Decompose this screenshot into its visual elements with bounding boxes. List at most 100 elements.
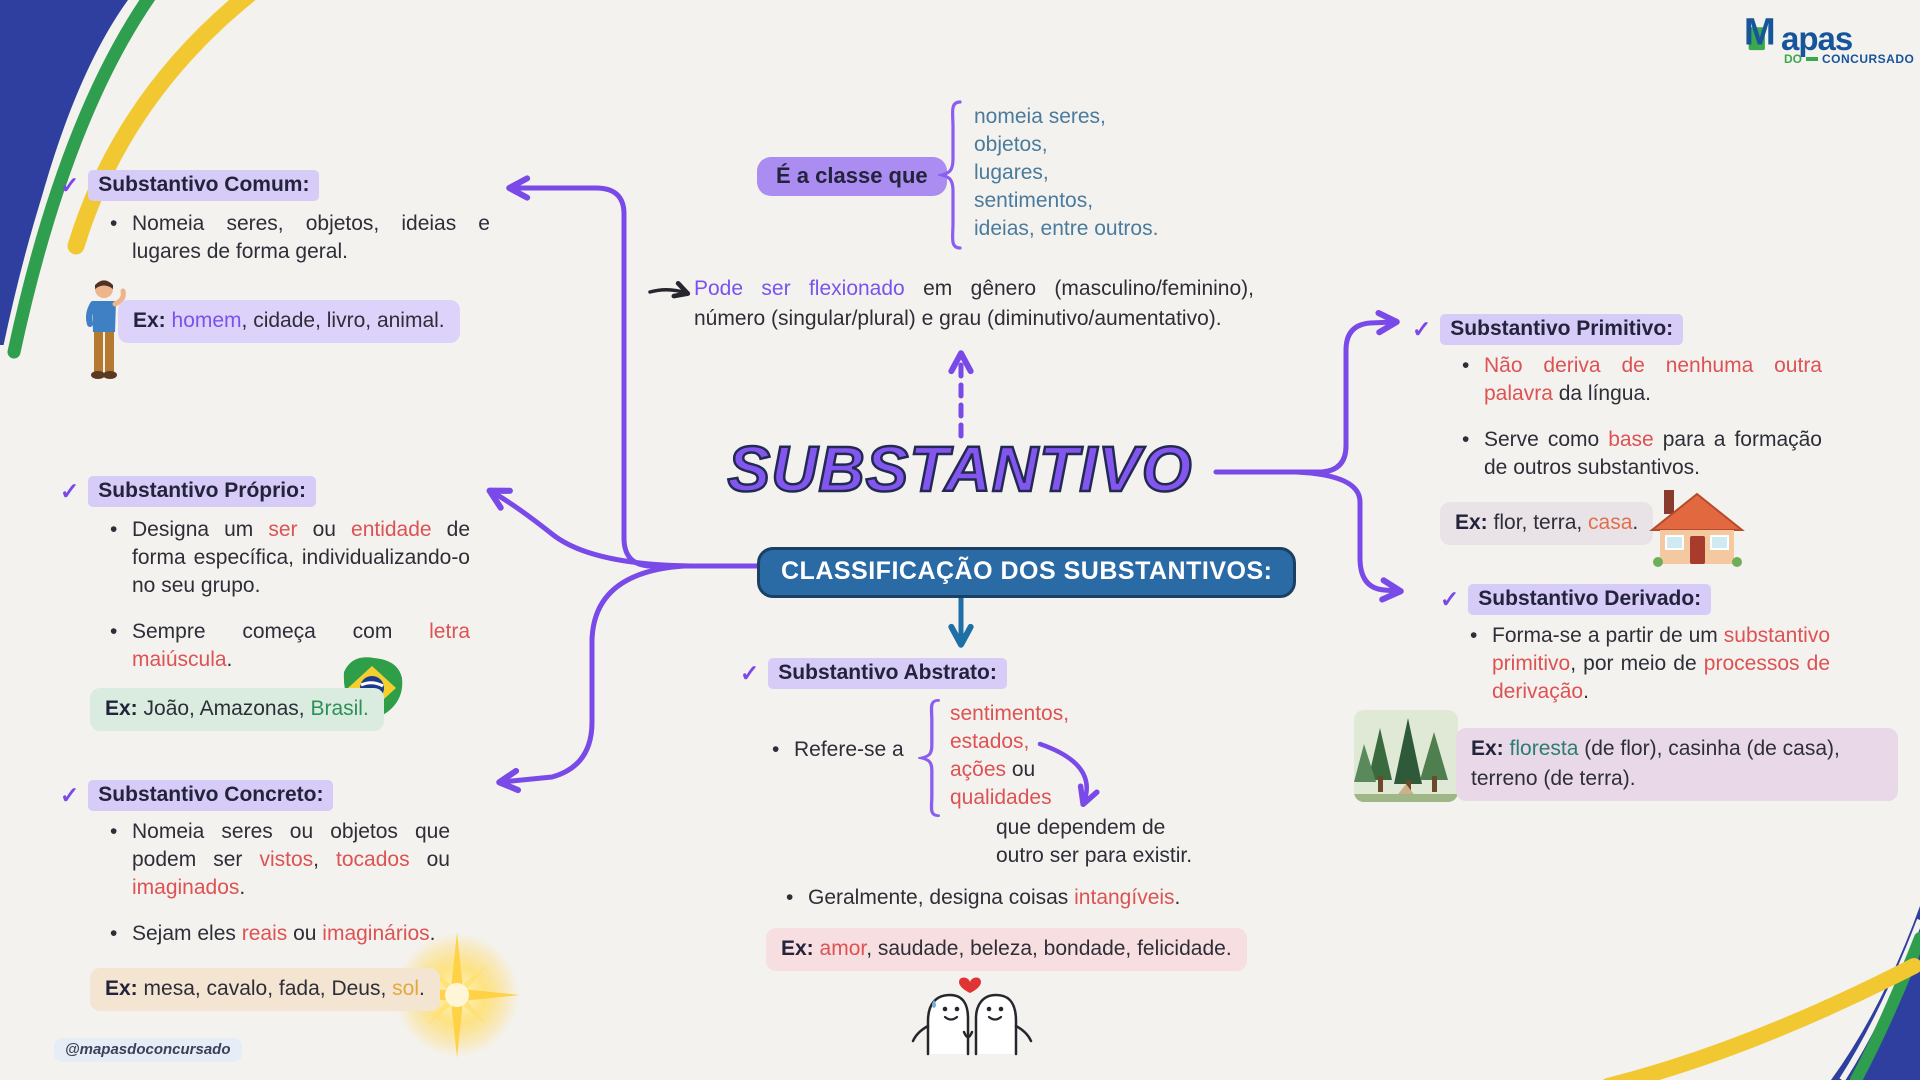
- text-segment: base: [1608, 428, 1654, 451]
- svg-text:M: M: [1744, 10, 1776, 53]
- flexion-note: Pode ser flexionado em gênero (masculino…: [694, 274, 1254, 334]
- brace-icon: [938, 100, 962, 250]
- logo-wordmark: apas: [1781, 20, 1853, 58]
- text-segment: processos de derivação: [1492, 652, 1830, 703]
- section-concreto-title: Substantivo Concreto:: [88, 780, 334, 811]
- text-segment: Ex:: [1455, 511, 1494, 534]
- text-segment: qualidades: [950, 786, 1052, 809]
- text-segment: , cidade, livro, animal.: [241, 309, 445, 332]
- bullet-text: Sempre começa com letra maiúscula.: [132, 618, 470, 674]
- section-derivado-title: Substantivo Derivado:: [1468, 584, 1712, 615]
- text-segment: sentimentos,: [950, 702, 1070, 725]
- sweat-drop-icon: [932, 1000, 936, 1008]
- text-segment: intangíveis: [1074, 886, 1175, 909]
- text-segment: para a formação de outros substantivos.: [1484, 428, 1822, 479]
- bullet-marker: •: [110, 820, 118, 843]
- text-segment: , saudade, beleza, bondade, felicidade.: [866, 937, 1232, 960]
- bullet-item: • Forma-se a partir de um substantivo pri…: [1470, 622, 1830, 706]
- bullet-text: Geralmente, designa coisas intangíveis.: [808, 884, 1226, 912]
- text-segment: Ex:: [1471, 737, 1510, 760]
- section-proprio-title: Substantivo Próprio:: [88, 476, 316, 507]
- check-icon: ✓: [1440, 586, 1460, 612]
- derivado-bullets: • Forma-se a partir de um substantivo pri…: [1470, 622, 1830, 706]
- abstrato-brace-list: sentimentos, estados, ações ou qualidades: [950, 700, 1069, 812]
- abstrato-bullets: •Geralmente, designa coisas intangíveis.: [786, 884, 1226, 912]
- bullet-text: Sejam eles reais ou imaginários.: [132, 920, 450, 948]
- text-segment: Geralmente, designa coisas: [808, 886, 1075, 909]
- bullet-marker: •: [110, 922, 118, 945]
- bullet-item: • Designa um ser ou entidade de forma esp…: [110, 516, 470, 600]
- bullet-marker: •: [1462, 428, 1470, 451]
- bullet-item: • Nomeia seres, objetos, ideias e lugares…: [110, 210, 490, 266]
- text-segment: ,: [313, 848, 337, 871]
- text-segment: imaginados: [132, 876, 240, 899]
- corner-decoration-top-left: [0, 0, 256, 359]
- text-line: estados,: [950, 728, 1069, 756]
- logo-do-label: DO: [1784, 52, 1802, 66]
- house-icon: [1649, 490, 1745, 567]
- text-segment: Designa um: [132, 518, 269, 541]
- arrow-to-derivado: [1293, 469, 1404, 603]
- text-segment: ou: [1006, 758, 1036, 781]
- section-comum-title: Substantivo Comum:: [88, 170, 320, 201]
- text-segment: homem: [171, 309, 242, 332]
- bullet-text: Forma-se a partir de um substantivo prim…: [1492, 622, 1830, 706]
- section-derivado-heading: ✓ Substantivo Derivado:: [1440, 584, 1712, 615]
- text-segment: Ex:: [105, 697, 144, 720]
- arrow-to-comum: [506, 175, 761, 569]
- logo-dash: [1806, 57, 1818, 61]
- bullet-marker: •: [110, 518, 118, 541]
- section-primitivo-heading: ✓ Substantivo Primitivo:: [1412, 314, 1684, 345]
- derivado-example: Ex: floresta (de flor), casinha (de casa…: [1456, 728, 1898, 801]
- text-line: nomeia seres,: [974, 105, 1106, 128]
- text-segment: vistos: [259, 848, 314, 871]
- text-segment: ações: [950, 758, 1007, 781]
- bullet-marker: •: [1462, 354, 1470, 377]
- text-segment: flor, terra,: [1493, 511, 1589, 534]
- text-segment: Ex:: [133, 309, 172, 332]
- text-segment: João, Amazonas,: [143, 697, 311, 720]
- section-abstrato-title: Substantivo Abstrato:: [768, 658, 1007, 689]
- text-segment: Pode ser flexionado: [694, 277, 905, 300]
- primitivo-bullets: •Não deriva de nenhuma outra palavra da …: [1462, 352, 1822, 482]
- logo-m-icon: M: [1744, 10, 1776, 53]
- text-segment: da língua.: [1552, 382, 1651, 405]
- bullet-text: Designa um ser ou entidade de forma espe…: [132, 516, 470, 600]
- proprio-bullets: • Designa um ser ou entidade de forma esp…: [110, 516, 470, 674]
- text-segment: de forma específica, individualizando-o …: [132, 518, 471, 597]
- text-line: que dependem de: [996, 816, 1166, 839]
- text-segment: estados,: [950, 730, 1030, 753]
- bullet-text: Nomeia seres, objetos, ideias e lugares …: [132, 210, 490, 266]
- text-segment: substantivo primitivo: [1492, 624, 1830, 675]
- brace-icon: [918, 698, 940, 818]
- text-segment: Nomeia seres, objetos, ideias e lugares …: [132, 212, 490, 263]
- text-segment: tocados: [336, 848, 410, 871]
- bullet-marker: •: [110, 620, 118, 643]
- section-abstrato-heading: ✓ Substantivo Abstrato:: [740, 658, 1007, 689]
- text-segment: em gênero (masculino/feminino), número (…: [694, 277, 1254, 330]
- text-segment: .: [419, 977, 425, 1000]
- text-segment: .: [1632, 511, 1639, 534]
- check-icon: ✓: [60, 172, 80, 198]
- bullet-marker: •: [1470, 624, 1478, 647]
- comum-bullets: • Nomeia seres, objetos, ideias e lugares…: [110, 210, 490, 266]
- comum-example: Ex: homem, cidade, livro, animal.: [118, 300, 460, 343]
- text-segment: amor: [819, 937, 867, 960]
- text-segment: Sejam eles: [132, 922, 242, 945]
- bullet-item: •Geralmente, designa coisas intangíveis.: [786, 884, 1226, 912]
- corner-decoration-bottom-right: [1602, 906, 1920, 1080]
- text-segment: .: [226, 648, 233, 671]
- text-segment: .: [1174, 886, 1181, 909]
- watermark-handle: @mapasdoconcursado: [54, 1038, 242, 1062]
- heart-icon: [959, 977, 981, 993]
- text-segment: .: [1583, 680, 1589, 703]
- text-segment: ou: [287, 922, 323, 945]
- text-line: objetos,: [974, 133, 1048, 156]
- bullet-marker: •: [110, 212, 118, 235]
- text-segment: reais: [241, 922, 288, 945]
- text-segment: sol: [392, 977, 420, 1000]
- classe-label: É a classe que: [757, 157, 947, 196]
- abstrato-intro-text: Refere-se a: [794, 738, 904, 761]
- bullet-text: Nomeia seres ou objetos que podem ser vi…: [132, 818, 450, 902]
